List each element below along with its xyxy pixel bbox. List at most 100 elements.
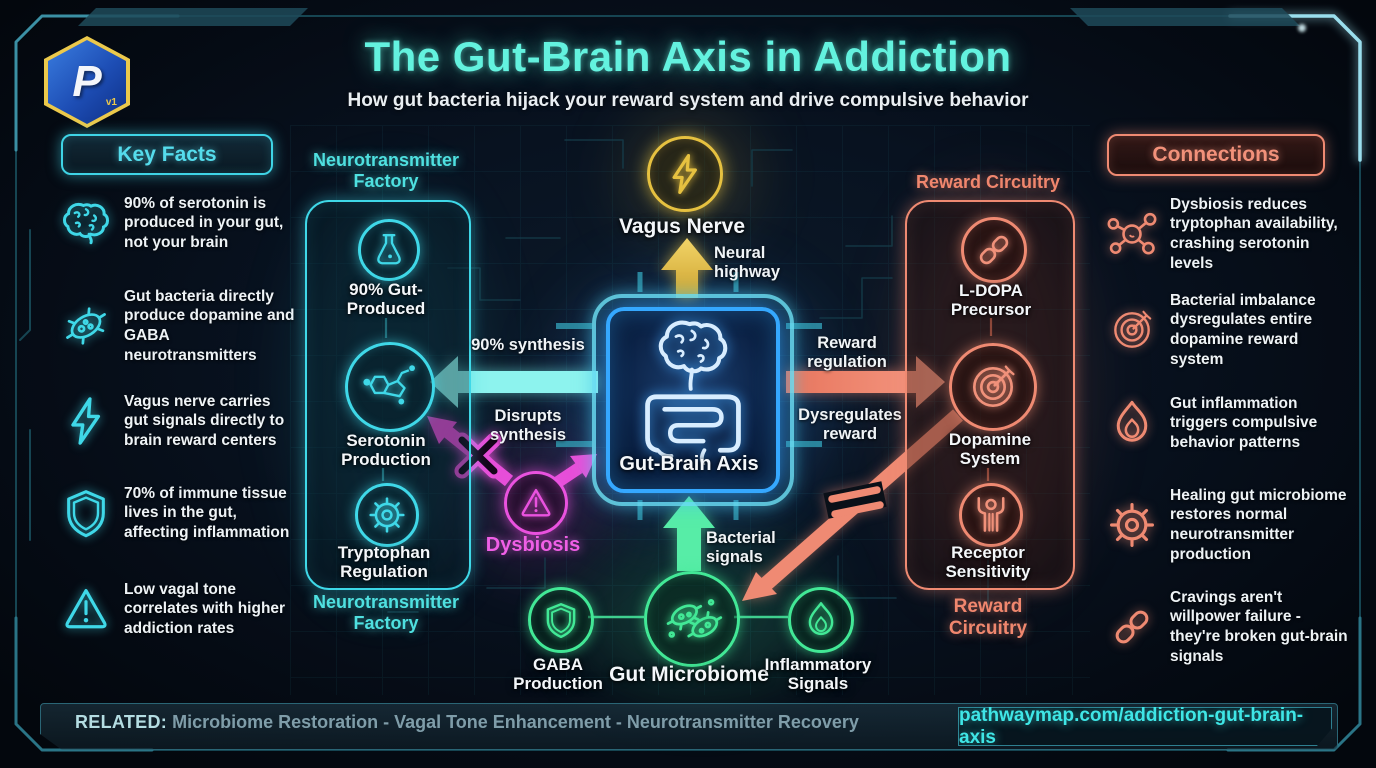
connection-text: Cravings aren't willpower failure - they… [1170,588,1348,665]
synthesis-label: 90% synthesis [471,336,585,354]
logo-letter: P [72,57,102,106]
dysregulates-label: Dysregulates reward [798,406,902,444]
vagus-nerve-node [647,136,723,212]
key-fact-serotonin: 90% of serotonin is produced in your gut… [60,190,298,256]
key-fact-vagus: Vagus nerve carries gut signals directly… [60,388,298,454]
arrow-reward-regulation [786,356,945,408]
bacteria-icon [66,307,106,345]
bacteria-icon [666,599,723,638]
reward-title-bottom: Reward Circuitry [948,596,1028,639]
connection-text: Healing gut microbiome restores normal n… [1170,486,1347,563]
connection-tryptophan: Dysbiosis reduces tryptophan availabilit… [1106,190,1350,278]
molecule-icon [1107,212,1157,255]
dysbiosis-node [504,471,568,535]
related-text: Microbiome Restoration - Vagal Tone Enha… [172,712,859,732]
target-icon [972,365,1015,408]
logo-hexagon: P v1 [48,40,126,124]
connection-text: Dysbiosis reduces tryptophan availabilit… [1170,195,1338,272]
connections-title: Connections [1152,143,1280,166]
connection-text: Gut inflammation triggers compulsive beh… [1170,394,1318,451]
related-topics: RELATED: Microbiome Restoration - Vagal … [75,712,859,733]
receptor-label: Receptor Sensitivity [945,543,1031,582]
inflammatory-label: Inflammatory Signals [764,655,872,694]
connection-healing: Healing gut microbiome restores normal n… [1106,481,1358,569]
page-subtitle: How gut bacteria hijack your reward syst… [347,90,1029,111]
ldopa-node [961,217,1027,283]
brain-gut-icon [645,320,741,465]
warning-icon [65,589,107,629]
connection-dopamine: Bacterial imbalance dysregulates entire … [1106,286,1350,374]
serotonin-node [345,342,435,432]
key-fact-text: 70% of immune tissue lives in the gut, a… [124,484,290,541]
flame-icon [1116,400,1148,442]
gut-brain-axis-label: Gut-Brain Axis [619,453,759,475]
key-fact-text: Gut bacteria directly produce dopamine a… [124,287,295,364]
arrow-bacterial-signals [663,496,715,571]
flask-icon [377,234,401,265]
gut-produced-label: 90% Gut-Produced [346,280,426,319]
connection-cravings: Cravings aren't willpower failure - they… [1106,583,1350,671]
gaba-label: GABA Production [513,655,603,694]
lightning-icon [672,153,697,195]
vagus-nerve-label: Vagus Nerve [618,215,746,238]
blocked-x-icon [454,432,502,479]
gear-icon [369,497,405,533]
gut-produced-node [358,219,420,281]
connection-text: Bacterial imbalance dysregulates entire … [1170,291,1316,368]
reward-title-top: Reward Circuitry [915,172,1061,192]
tryptophan-label: Tryptophan Regulation [337,543,431,582]
logo-version: v1 [105,97,117,108]
arrow-neural-highway [661,238,713,298]
core-connector-stubs [556,272,822,520]
receptor-icon [977,497,1005,532]
flame-icon [808,602,834,636]
gaba-node [528,587,594,653]
serotonin-molecule-icon [363,365,415,405]
gut-brain-axis-box [606,307,780,493]
connections-header: Connections [1107,134,1325,176]
tryptophan-node [355,483,419,547]
chain-link-icon [979,235,1009,265]
dysbiosis-label: Dysbiosis [485,534,581,556]
ldopa-label: L-DOPA Precursor [950,281,1032,320]
factory-title-top: Neurotransmitter Factory [312,150,460,191]
neural-highway-label: Neural highway [714,244,781,282]
arrow-synthesis [430,356,598,408]
inflammatory-node [788,587,854,653]
key-fact-vagal-tone: Low vagal tone correlates with higher ad… [60,576,298,642]
brain-icon [62,202,110,245]
target-icon [1114,310,1152,348]
gut-microbiome-label: Gut Microbiome [609,663,769,686]
arrow-dysregulates-reward [742,409,963,601]
inhibit-bars-icon [828,486,884,518]
warning-icon [521,488,551,517]
key-fact-immune: 70% of immune tissue lives in the gut, a… [60,480,298,546]
key-fact-text: Low vagal tone correlates with higher ad… [124,580,286,637]
key-fact-text: Vagus nerve carries gut signals directly… [124,392,285,449]
bacterial-signals-label: Bacterial signals [706,529,776,567]
reward-regulation-label: Reward regulation [807,334,887,372]
shield-icon [67,490,105,538]
dopamine-node [949,343,1037,431]
key-fact-text: 90% of serotonin is produced in your gut… [124,194,284,251]
chain-link-icon [1115,610,1149,644]
serotonin-label: Serotonin Production [341,431,431,470]
gut-microbiome-node [644,571,740,667]
lightning-icon [71,397,101,445]
related-label: RELATED: [75,712,168,732]
node-connectors [381,318,993,619]
page-title: The Gut-Brain Axis in Addiction [364,33,1012,80]
key-facts-header: Key Facts [61,134,273,175]
key-facts-title: Key Facts [117,142,217,166]
gear-icon [1110,503,1154,547]
key-fact-bacteria: Gut bacteria directly produce dopamine a… [60,282,298,370]
footer-url[interactable]: pathwaymap.com/addiction-gut-brain-axis [959,704,1304,748]
shield-icon [546,603,576,639]
dopamine-label: Dopamine System [948,430,1032,469]
connection-inflammation: Gut inflammation triggers compulsive beh… [1106,390,1350,456]
footer-url-box[interactable]: pathwaymap.com/addiction-gut-brain-axis [958,707,1332,746]
disrupts-label: Disrupts synthesis [489,407,567,445]
